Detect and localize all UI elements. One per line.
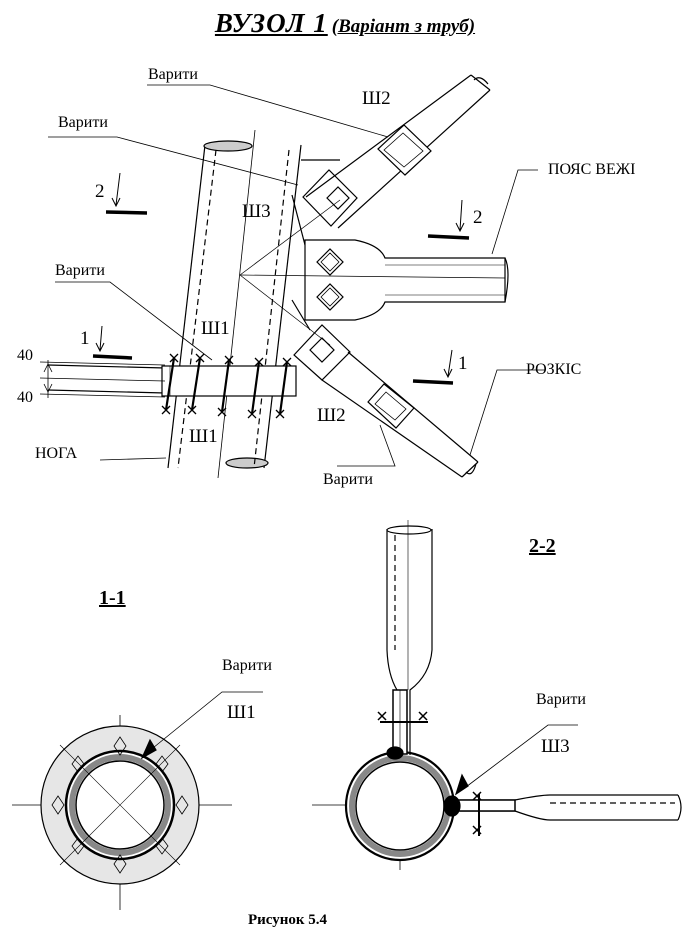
weld-label: Варити [323,471,373,488]
weld-label: Варити [58,114,108,131]
dimension-40: 40 [17,389,33,406]
title-sub: (Варіант з труб) [331,16,476,37]
sh2-label: Ш2 [362,88,391,109]
sh1-label: Ш1 [189,426,218,447]
leg-label: НОГА [35,445,78,462]
sh1-label: Ш1 [201,318,230,339]
section-mark-2: 2 [473,207,483,228]
section-markers [92,172,470,385]
leg-pipe [167,129,302,479]
lower-brace [293,324,479,478]
section-2-2-view [312,520,682,870]
dimension-40: 40 [17,347,33,364]
figure-caption: Рисунок 5.4 [248,912,328,928]
brace-label: РОЗКІС [526,361,582,378]
weld-label: Варити [222,657,272,674]
title-main: ВУЗОЛ 1 [214,8,328,38]
sh1-label: Ш1 [227,702,256,723]
weld-label: Варити [536,691,586,708]
leader-lines [48,84,545,467]
weld-label: Варити [55,262,105,279]
drawing-title: ВУЗОЛ 1 (Варіант з труб) [0,8,690,39]
upper-brace [302,74,491,229]
dimension-40 [39,360,166,398]
section-1-1-view [12,691,263,910]
section-mark-1: 1 [458,353,468,374]
section-mark-1: 1 [80,328,90,349]
sh3-label: Ш3 [242,201,271,222]
axis-lines [239,199,506,346]
sh3-label: Ш3 [541,736,570,757]
belt-pipe [304,239,509,321]
sh2-label: Ш2 [317,405,346,426]
section-mark-2: 2 [95,181,105,202]
belt-label: ПОЯС ВЕЖІ [548,161,636,178]
section-title-1-1: 1-1 [99,587,126,609]
horizontal-pipe-sh1 [47,353,297,419]
section-title-2-2: 2-2 [529,535,556,557]
weld-label: Варити [148,66,198,83]
